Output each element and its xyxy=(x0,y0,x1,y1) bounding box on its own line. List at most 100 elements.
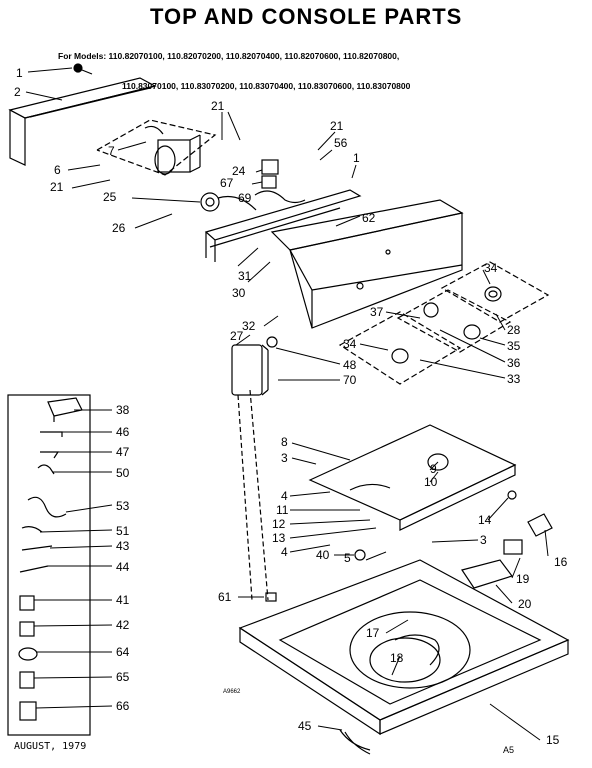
callout-19: 19 xyxy=(516,572,530,586)
switch-part xyxy=(254,159,306,204)
callout-61: 61 xyxy=(218,590,232,604)
callout-44: 44 xyxy=(116,560,130,574)
spring-part xyxy=(40,431,63,437)
callout-20: 20 xyxy=(518,597,532,611)
callout-33: 33 xyxy=(507,372,521,386)
callout-1b: 1 xyxy=(353,151,360,165)
switch-housing-part xyxy=(231,336,278,396)
plug-part xyxy=(265,592,277,602)
callout-38: 38 xyxy=(116,403,130,417)
callout-14: 14 xyxy=(478,513,492,527)
wire-bundle-part xyxy=(339,729,371,755)
callout-8: 8 xyxy=(281,435,288,449)
callout-32: 32 xyxy=(242,319,256,333)
timer-part xyxy=(144,125,201,175)
callout-46: 46 xyxy=(116,425,130,439)
callout-34: 34 xyxy=(484,261,498,275)
bumper-part xyxy=(507,490,517,500)
callout-21b: 21 xyxy=(211,99,225,113)
top-panel-part xyxy=(308,424,517,531)
callout-16: 16 xyxy=(554,555,568,569)
callout-50: 50 xyxy=(116,466,130,480)
nut-part xyxy=(354,549,366,561)
callout-18: 18 xyxy=(390,651,404,665)
callout-43: 43 xyxy=(116,539,130,553)
callout-31: 31 xyxy=(238,269,252,283)
timer-motor-part xyxy=(200,192,257,212)
callout-56: 56 xyxy=(334,136,348,150)
callout-3b: 3 xyxy=(480,533,487,547)
footer-date: AUGUST, 1979 xyxy=(14,741,87,752)
connector-part-66 xyxy=(19,701,37,721)
callout-66: 66 xyxy=(116,699,130,713)
callout-21: 21 xyxy=(50,180,64,194)
callout-13: 13 xyxy=(272,531,286,545)
callout-12: 12 xyxy=(272,517,286,531)
console-bracket-part xyxy=(204,189,362,262)
connector-part-65 xyxy=(19,671,35,689)
page-title: TOP AND CONSOLE PARTS xyxy=(150,4,463,29)
clip-part-51 xyxy=(21,526,43,533)
knob-part-35 xyxy=(423,302,481,340)
models-line-2: 110.83070100, 110.83070200, 110.83070400… xyxy=(122,81,411,91)
callout-6: 6 xyxy=(54,163,61,177)
callout-64: 64 xyxy=(116,645,130,659)
knob-part-33 xyxy=(391,348,409,364)
callout-2: 2 xyxy=(14,85,21,99)
callout-36: 36 xyxy=(507,356,521,370)
callout-5: 5 xyxy=(344,551,351,565)
callout-25: 25 xyxy=(103,190,117,204)
callout-45: 45 xyxy=(298,719,312,733)
bracket-part xyxy=(37,464,55,475)
callout-65: 65 xyxy=(116,670,130,684)
callout-10: 10 xyxy=(424,475,438,489)
leader-lines xyxy=(25,67,549,741)
loose-parts-box xyxy=(7,394,91,736)
callout-11: 11 xyxy=(276,503,289,517)
callout-40: 40 xyxy=(316,548,330,562)
callout-7: 7 xyxy=(108,144,115,158)
callout-4b: 4 xyxy=(281,545,288,559)
terminal-part xyxy=(21,545,53,551)
connector-part-41 xyxy=(19,595,35,611)
callout-17: 17 xyxy=(366,626,380,640)
callout-67: 67 xyxy=(220,176,234,190)
callout-53: 53 xyxy=(116,499,130,513)
callout-9: 9 xyxy=(430,462,437,476)
callout-34b: 34 xyxy=(343,337,357,351)
callout-27: 27 xyxy=(230,329,244,343)
callout-47: 47 xyxy=(116,445,130,459)
grommet-part xyxy=(18,647,38,661)
model-numbers: For Models: 110.82070100, 110.82070200, … xyxy=(58,31,410,101)
callout-3: 3 xyxy=(281,451,288,465)
console-panel-part xyxy=(270,199,464,329)
callout-4: 4 xyxy=(281,489,288,503)
callout-1: 1 xyxy=(16,66,23,80)
callout-15: 15 xyxy=(546,733,560,747)
clip-part xyxy=(40,451,60,459)
wire-harness-part xyxy=(27,496,67,518)
models-line-1: For Models: 110.82070100, 110.82070200, … xyxy=(58,51,400,61)
component-part-19 xyxy=(503,539,523,555)
callout-48: 48 xyxy=(343,358,357,372)
callout-numbers: 1 2 6 7 21 21 21 25 26 24 67 69 56 1 62 … xyxy=(14,66,568,747)
callout-41: 41 xyxy=(116,593,130,607)
connector-part-42 xyxy=(19,621,35,637)
page-code: A5 xyxy=(503,745,515,755)
diagram-code: A9662 xyxy=(223,689,241,695)
callout-30: 30 xyxy=(232,286,246,300)
callout-26: 26 xyxy=(112,221,126,235)
component-part-20 xyxy=(461,559,513,589)
callout-28: 28 xyxy=(507,323,521,337)
wire-part xyxy=(19,565,49,573)
callout-37: 37 xyxy=(370,305,384,319)
screw-part-1 xyxy=(73,63,93,75)
cabinet-top-part xyxy=(238,559,570,736)
callout-51: 51 xyxy=(116,524,130,538)
rear-bracket-part xyxy=(8,77,157,166)
callout-35: 35 xyxy=(507,339,521,353)
callout-21c: 21 xyxy=(330,119,344,133)
callout-69: 69 xyxy=(238,191,252,205)
knob-part xyxy=(484,286,502,302)
